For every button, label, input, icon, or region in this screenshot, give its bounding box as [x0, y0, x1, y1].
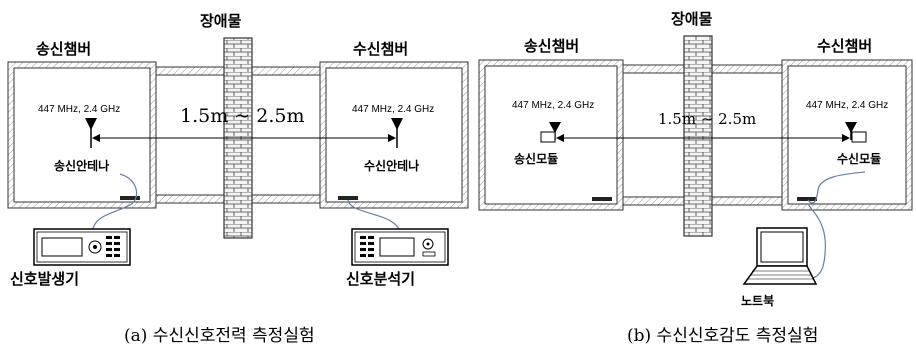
rx-antenna-label: 수신안테나 [364, 159, 420, 173]
tx-freq-label-a: 447 MHz, 2.4 GHz [38, 104, 121, 115]
rx-module-icon [845, 122, 867, 143]
signal-generator-icon [33, 228, 131, 266]
laptop-icon [742, 227, 818, 285]
obstacle-label-b: 장애물 [671, 10, 713, 28]
rx-antenna-a [391, 118, 403, 148]
tx-module-icon [540, 122, 561, 143]
signal-generator-label: 신호발생기 [10, 270, 80, 288]
rx-cable-a [347, 199, 401, 233]
tx-chamber-a [7, 61, 157, 209]
rx-chamber-a [319, 61, 469, 209]
rx-module-label: 수신모듈 [837, 152, 882, 166]
rx-cable-b-inner [807, 171, 866, 204]
tx-module-label: 송신모듈 [514, 152, 559, 166]
tx-port-b [592, 197, 612, 201]
laptop-label: 노트북 [741, 294, 775, 308]
tx-antenna-a [85, 118, 97, 148]
tx-antenna-label: 송신안테나 [54, 159, 110, 173]
rx-port-a [338, 196, 358, 200]
distance-label-b: 1.5m ~ 2.5m [658, 110, 757, 128]
tx-chamber-label-b: 송신챔버 [524, 37, 580, 55]
tx-chamber-label-a: 송신챔버 [36, 40, 92, 58]
tx-freq-label-b: 447 MHz, 2.4 GHz [512, 100, 595, 111]
obstacle-label-a: 장애물 [200, 12, 242, 30]
distance-label-a: 1.5m ~ 2.5m [180, 105, 305, 127]
signal-analyzer-label: 신호분석기 [346, 270, 416, 288]
rx-chamber-label-a: 수신챔버 [353, 40, 409, 58]
tx-port-a [120, 196, 140, 200]
panel-b [478, 35, 913, 285]
caption-b: (b) 수신신호감도 측정실험 [627, 326, 819, 346]
tx-cable-a [91, 173, 138, 233]
rx-port-b [797, 197, 817, 201]
caption-a: (a) 수신신호전력 측정실험 [124, 326, 315, 346]
signal-analyzer-icon [351, 228, 449, 266]
rx-freq-label-a: 447 MHz, 2.4 GHz [352, 104, 435, 115]
rx-chamber-label-b: 수신챔버 [817, 37, 873, 55]
tx-chamber-b [478, 59, 624, 211]
rx-freq-label-b: 447 MHz, 2.4 GHz [806, 100, 889, 111]
panel-a [7, 37, 469, 266]
rx-chamber-b [781, 59, 913, 211]
obstacle-wall-b [683, 35, 713, 237]
